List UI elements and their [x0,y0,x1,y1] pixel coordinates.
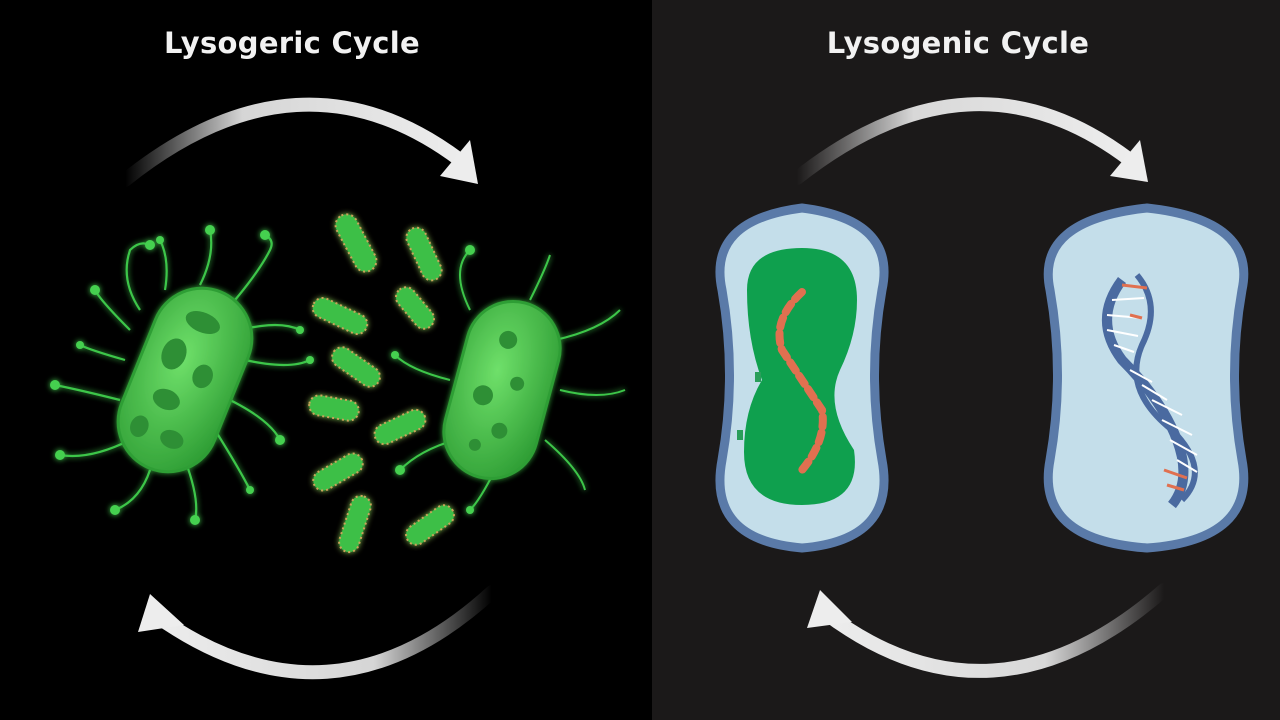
lysogenic-illustration [715,97,1249,678]
lysing-bacterium-icon [391,245,626,514]
rod-bacterium-icon [308,394,360,422]
prophage-cell-icon [715,203,889,553]
rod-bacterium-icon [312,452,364,492]
rod-bacterium-icon [331,346,381,388]
rod-bacterium-icon [405,504,455,546]
phage-progeny-cluster [308,213,455,554]
rod-bacterium-icon [405,226,443,282]
rod-bacterium-icon [395,286,435,330]
right-panel-title: Lysogenic Cycle [826,26,1090,60]
dna-helix-icon [1102,273,1198,509]
cycle-arrow-top-icon [790,97,1148,185]
lytic-illustration [50,97,626,680]
rod-bacterium-icon [373,408,427,446]
cycle-arrow-bottom-icon [138,585,499,680]
infected-bacterium-icon [50,225,314,525]
cycle-arrow-top-icon [118,97,478,187]
integrated-dna-cell-icon [1043,203,1249,553]
lytic-panel: Lysogeric Cycle [50,26,626,680]
rod-bacterium-icon [338,494,372,554]
rod-bacterium-icon [334,213,378,273]
lysogenic-panel: Lysogenic Cycle [652,0,1280,720]
cycle-arrow-bottom-icon [807,583,1171,678]
rod-bacterium-icon [311,296,369,336]
left-panel-title: Lysogeric Cycle [163,26,421,60]
